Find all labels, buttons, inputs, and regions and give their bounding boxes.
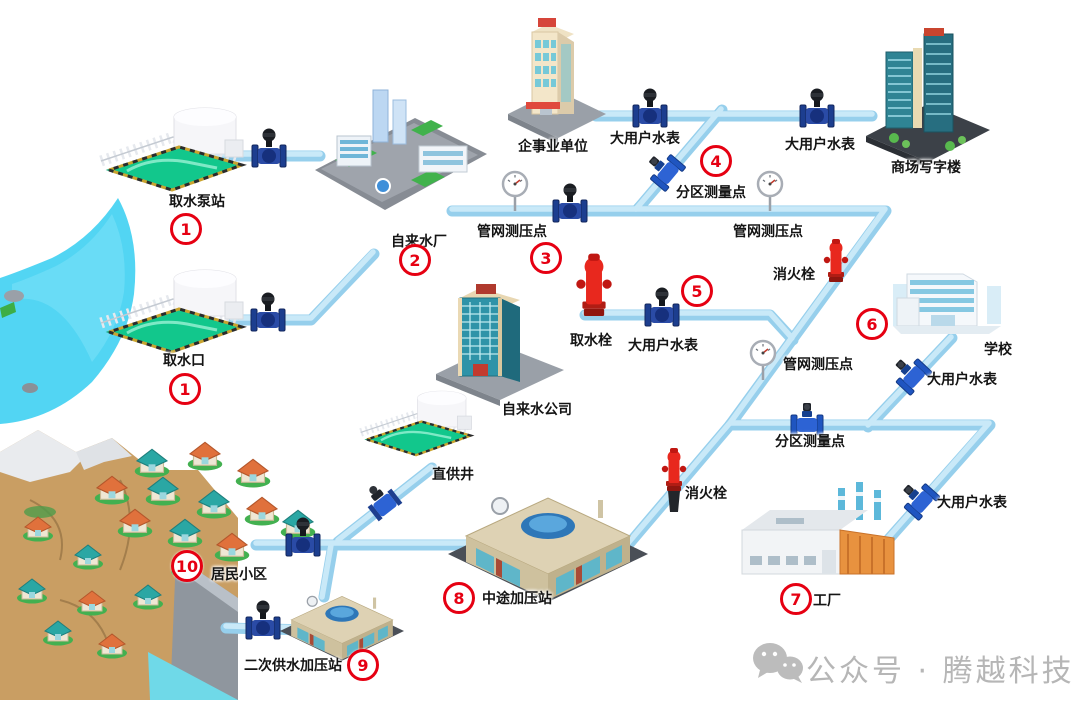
mall-office-illustration bbox=[865, 27, 991, 169]
label-pressure-point-3: 管网测压点 bbox=[783, 357, 853, 373]
network-devices bbox=[245, 88, 941, 640]
water-meter-valve-icon bbox=[250, 292, 286, 332]
midway-boost-station-illustration bbox=[447, 497, 649, 603]
badge-8: 8 bbox=[443, 582, 475, 614]
badge-1b: 1 bbox=[169, 373, 201, 405]
label-water-company: 自来水公司 bbox=[502, 402, 572, 418]
pressure-gauge-icon bbox=[501, 170, 529, 213]
badge-4: 4 bbox=[700, 145, 732, 177]
label-midway-boost-station: 中途加压站 bbox=[482, 591, 552, 607]
label-direct-supply-well: 直供井 bbox=[432, 467, 474, 483]
label-district-point-1: 分区测量点 bbox=[676, 185, 746, 201]
fire-hydrant-base bbox=[668, 491, 680, 512]
badge-6: 6 bbox=[856, 308, 888, 340]
label-school: 学校 bbox=[984, 342, 1012, 358]
water-meter-valve-icon bbox=[552, 183, 588, 223]
label-enterprise-unit: 企事业单位 bbox=[518, 139, 588, 155]
label-residential-community: 居民小区 bbox=[211, 567, 267, 583]
label-large-user-meter-1: 大用户水表 bbox=[610, 131, 680, 147]
label-intake-hydrant: 取水栓 bbox=[570, 333, 612, 349]
label-mall-office: 商场写字楼 bbox=[891, 160, 961, 176]
river-illustration bbox=[0, 198, 136, 424]
label-district-point-2: 分区测量点 bbox=[775, 434, 845, 450]
large-user-meter-icon bbox=[886, 349, 933, 397]
water-company-illustration bbox=[435, 283, 565, 407]
badge-10: 10 bbox=[171, 550, 203, 582]
label-large-user-meter-4: 大用户水表 bbox=[927, 372, 997, 388]
water-meter-valve-icon bbox=[251, 128, 287, 168]
large-user-meter-icon bbox=[632, 88, 668, 128]
badge-5: 5 bbox=[681, 275, 713, 307]
badge-3: 3 bbox=[530, 242, 562, 274]
label-intake-pump-station: 取水泵站 bbox=[169, 194, 225, 210]
large-user-meter-icon bbox=[799, 88, 835, 128]
label-secondary-boost-station: 二次供水加压站 bbox=[244, 658, 342, 674]
intake-hydrant-icon bbox=[576, 253, 612, 316]
label-pressure-point-2: 管网测压点 bbox=[733, 224, 803, 240]
school-illustration bbox=[892, 273, 1002, 335]
label-large-user-meter-2: 大用户水表 bbox=[785, 137, 855, 153]
label-factory: 工厂 bbox=[813, 593, 841, 609]
direct-supply-well-illustration bbox=[361, 391, 472, 455]
pressure-gauge-icon bbox=[756, 170, 784, 213]
factory-illustration bbox=[741, 481, 895, 575]
badge-2: 2 bbox=[399, 244, 431, 276]
label-fire-hydrant-2: 消火栓 bbox=[685, 486, 727, 502]
label-pressure-point-1: 管网测压点 bbox=[477, 224, 547, 240]
water-meter-valve-icon bbox=[245, 600, 281, 640]
badge-1a: 1 bbox=[170, 213, 202, 245]
enterprise-unit-illustration bbox=[507, 17, 607, 145]
wechat-icon bbox=[753, 643, 803, 683]
badge-9: 9 bbox=[347, 649, 379, 681]
water-plant-illustration bbox=[314, 89, 488, 211]
label-intake-port: 取水口 bbox=[163, 353, 205, 369]
watermark-text: 公众号 · 腾越科技 bbox=[806, 654, 1075, 689]
label-fire-hydrant-1: 消火栓 bbox=[773, 267, 815, 283]
secondary-boost-station-illustration bbox=[279, 595, 405, 662]
intake-pump-station-illustration bbox=[101, 108, 243, 190]
label-large-user-meter-3: 大用户水表 bbox=[628, 338, 698, 354]
large-user-meter-icon bbox=[644, 287, 680, 327]
badge-7: 7 bbox=[780, 583, 812, 615]
label-large-user-meter-5: 大用户水表 bbox=[937, 495, 1007, 511]
